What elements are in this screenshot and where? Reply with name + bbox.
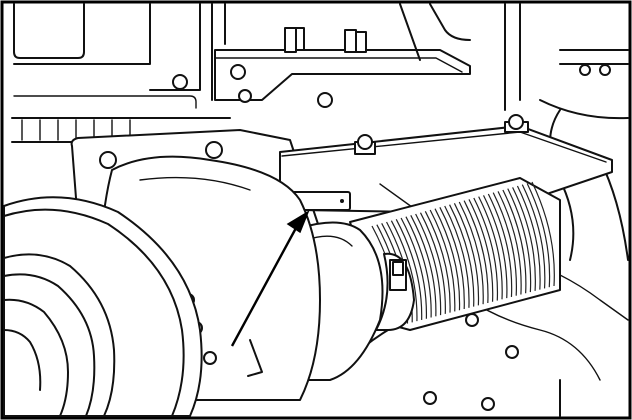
- bolt-icon: [423, 391, 437, 405]
- bolt-icon: [505, 345, 519, 359]
- hose-rib: [507, 188, 532, 293]
- hose-rib: [473, 197, 499, 301]
- nut-icon: [357, 134, 373, 150]
- engine-block-background: [11, 3, 231, 143]
- hose-rib: [400, 217, 427, 319]
- hose-rib: [468, 199, 494, 302]
- bolt-icon: [172, 74, 188, 90]
- hose-rib: [419, 212, 446, 314]
- hose-rib: [424, 211, 451, 313]
- hose-rib: [482, 195, 508, 299]
- rivet-icon: [340, 199, 344, 203]
- hose-rib: [444, 205, 470, 308]
- hose-rib: [434, 208, 461, 311]
- hose-rib: [415, 213, 442, 316]
- bolt-icon: [203, 351, 217, 365]
- callout-arrow-icon: [230, 210, 310, 347]
- hose-rib: [463, 200, 489, 303]
- bolt-icon: [238, 89, 252, 103]
- hose-clamp: [351, 252, 415, 359]
- hose-rib: [405, 216, 432, 318]
- hose-rib: [458, 201, 484, 305]
- upper-mounting-bracket: [172, 3, 471, 108]
- bolt-icon: [317, 92, 333, 108]
- hose-rib: [449, 204, 475, 307]
- bolt-icon: [230, 64, 246, 80]
- hose-rib: [526, 183, 551, 288]
- hose-rib: [390, 220, 418, 322]
- compressor-inlet: [3, 196, 203, 417]
- hose-rib: [497, 191, 522, 295]
- compressor-outlet-elbow: [299, 221, 384, 381]
- hose-rib: [492, 192, 518, 296]
- hose-rib: [410, 215, 437, 317]
- hose-rib: [531, 181, 555, 287]
- bolt-icon: [481, 397, 495, 411]
- hose-rib: [429, 209, 456, 312]
- nut-icon: [508, 114, 524, 130]
- bolt-icon: [99, 151, 117, 169]
- hose-rib: [512, 187, 536, 291]
- bolt-icon: [205, 141, 223, 159]
- hose-rib: [439, 207, 465, 310]
- bolt-icon: [465, 313, 479, 327]
- hose-rib: [395, 219, 423, 320]
- hose-rib: [478, 196, 503, 300]
- nut-icon: [599, 64, 611, 76]
- nut-icon: [579, 64, 591, 76]
- hose-rib: [521, 184, 546, 289]
- hose-rib: [453, 203, 480, 306]
- hose-rib: [516, 185, 541, 290]
- hose-rib: [502, 189, 527, 294]
- hose-rib: [487, 193, 513, 297]
